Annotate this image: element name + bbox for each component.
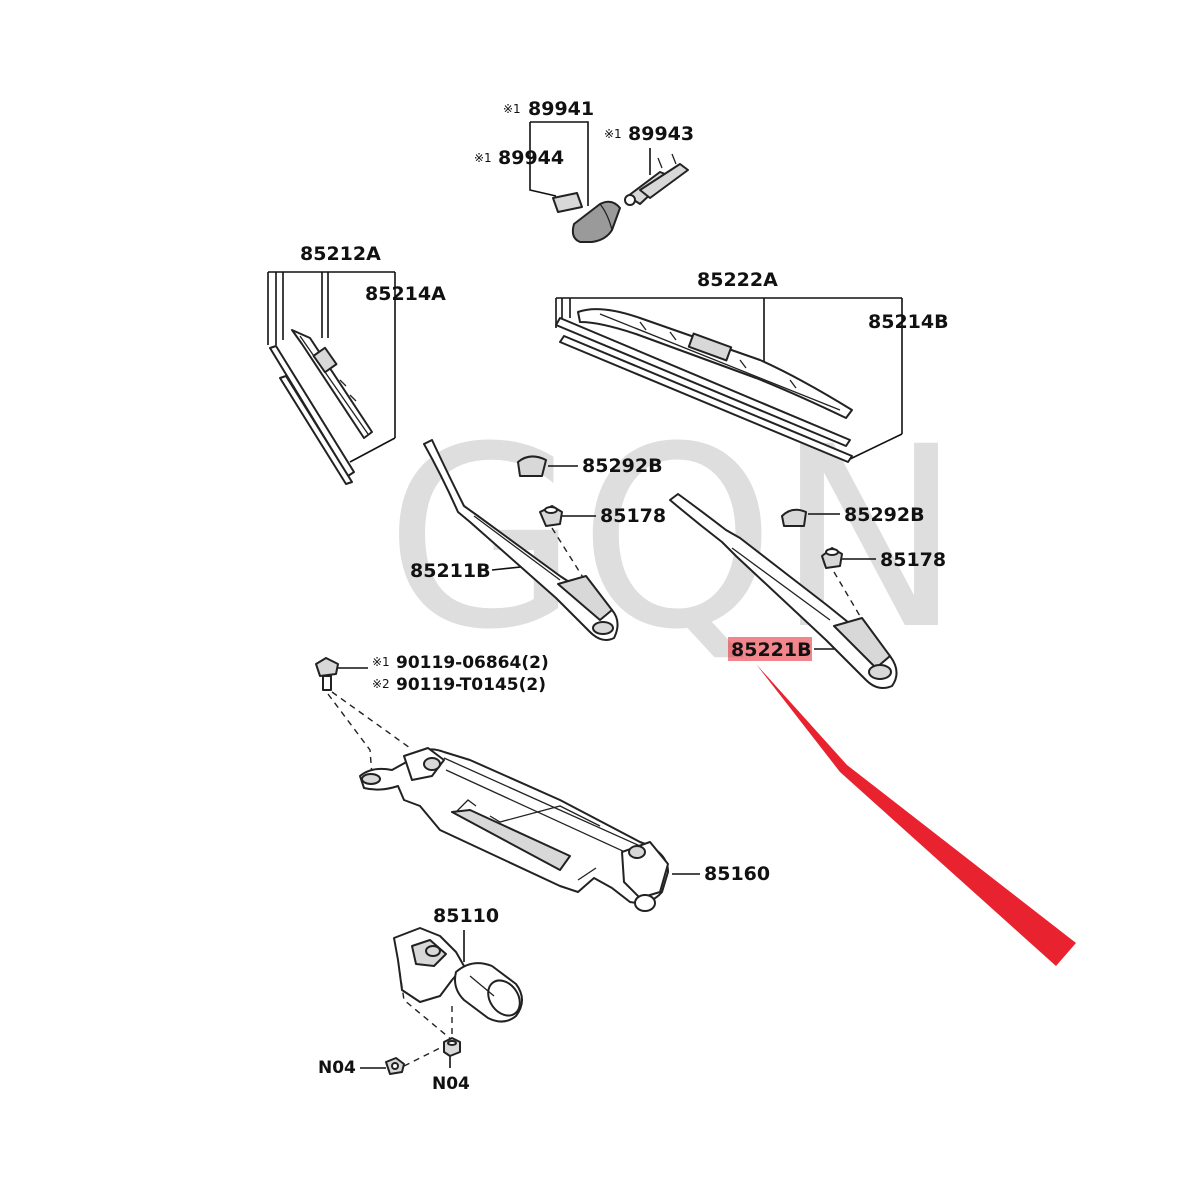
right-arm-dash <box>833 571 881 651</box>
pouch-part-89941 <box>571 200 621 243</box>
label-n04-left[interactable]: N04 <box>318 1058 356 1078</box>
label-85214A[interactable]: 85214A <box>365 283 446 305</box>
bolt-dash-right <box>331 691 411 749</box>
highlight-arrow <box>756 664 1076 966</box>
left-blade-part <box>291 329 373 439</box>
bolt-dash-left <box>327 693 373 777</box>
label-85110[interactable]: 85110 <box>433 905 499 927</box>
leader-89941-a <box>529 122 557 197</box>
label-85212A[interactable]: 85212A <box>300 243 381 265</box>
label-89944[interactable]: 89944 <box>498 147 564 169</box>
highlight-box-85221B <box>728 637 812 661</box>
label-85292B-right[interactable]: 85292B <box>844 504 925 526</box>
label-85160[interactable]: 85160 <box>704 863 770 885</box>
linkage-part <box>359 747 669 912</box>
motor-dash-left <box>397 959 453 1041</box>
label-n04-right[interactable]: N04 <box>432 1074 470 1094</box>
clip-part-89943 <box>624 153 689 206</box>
bolt-group: ※1 90119-06864(2) ※2 90119-T0145(2) <box>315 653 549 777</box>
right-arm-group: 85292B 85178 85221B <box>669 493 1076 966</box>
kit-group: ※1 89941 ※1 89943 ※1 89944 <box>474 98 694 243</box>
label-85221B[interactable]: 85221B <box>731 639 812 661</box>
left-arm-group: 85292B 85178 85211B <box>410 439 666 641</box>
linkage-group: 85160 <box>359 747 770 912</box>
n04-left-part <box>385 1057 405 1075</box>
right-blade-group: 85222A 85214B <box>555 269 949 463</box>
label-85214B[interactable]: 85214B <box>868 311 949 333</box>
leader-89941-b <box>530 121 589 206</box>
nut-part-85178-left <box>539 505 563 527</box>
left-blade-rubber <box>269 345 355 485</box>
note-mark-89944: ※1 <box>474 151 492 165</box>
left-blade-group: 85212A 85214A <box>267 243 446 485</box>
label-bolt-90119-06864[interactable]: 90119-06864(2) <box>396 653 549 673</box>
motor-group: 85110 <box>393 905 523 1041</box>
right-blade-part <box>577 308 853 419</box>
n04-group: N04 N04 <box>318 1037 470 1094</box>
left-arm-part <box>423 439 619 641</box>
cap-part-85292B-left <box>517 455 547 477</box>
note-mark-bolt1: ※1 <box>372 655 390 669</box>
label-89941[interactable]: 89941 <box>528 98 594 120</box>
label-85178-right[interactable]: 85178 <box>880 549 946 571</box>
label-85178-left[interactable]: 85178 <box>600 505 666 527</box>
label-85211B[interactable]: 85211B <box>410 560 491 582</box>
label-85222A[interactable]: 85222A <box>697 269 778 291</box>
left-arm-dash <box>551 527 607 615</box>
cap-part-85292B-right <box>781 508 807 527</box>
note-mark-89943: ※1 <box>604 127 622 141</box>
note-mark-89941: ※1 <box>503 102 521 116</box>
label-89943[interactable]: 89943 <box>628 123 694 145</box>
sheet-part-89944 <box>552 192 583 213</box>
label-85292B-left[interactable]: 85292B <box>582 455 663 477</box>
right-arm-part <box>669 493 898 689</box>
motor-part <box>393 927 523 1023</box>
n04-right-part <box>443 1037 461 1057</box>
right-blade-rubber <box>555 317 853 463</box>
label-bolt-90119-T0145[interactable]: 90119-T0145(2) <box>396 675 546 695</box>
note-mark-bolt2: ※2 <box>372 677 390 691</box>
bolt-part <box>315 657 339 691</box>
nut-part-85178-right <box>821 547 843 569</box>
